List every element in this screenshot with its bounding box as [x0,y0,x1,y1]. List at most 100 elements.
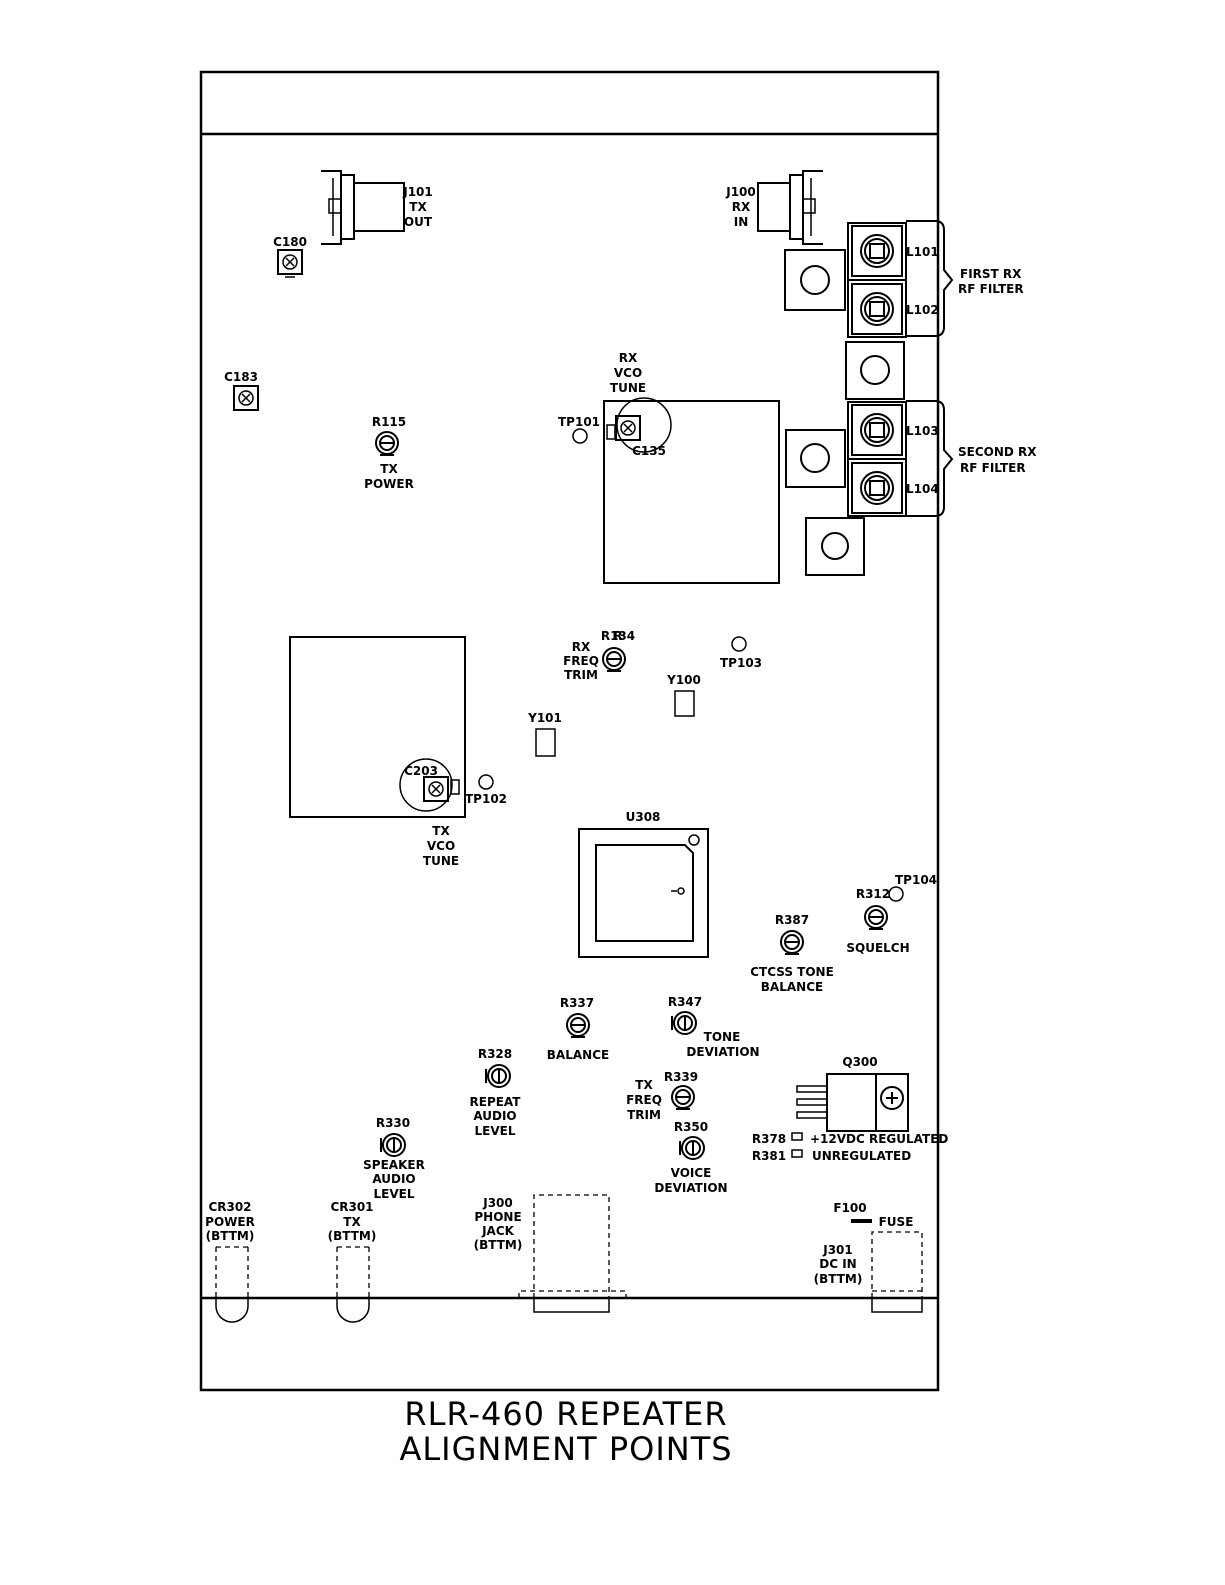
j100-ref: J100 [725,185,756,199]
first-filter-label-2: RF FILTER [958,282,1024,296]
f100-ref: F100 [833,1201,866,1215]
r350-pot: R350 VOICE DEVIATION [654,1120,727,1195]
rx-vco-label: RX [619,351,638,365]
cr301-ref: CR301 [330,1200,373,1214]
y101-crystal: Y101 [527,711,562,757]
tp103-testpoint: TP103 [720,636,762,670]
rx-vco-module: RX VCO TUNE C135 [603,351,780,584]
r339-pot: R339 TX FREQ TRIM [626,1070,698,1122]
coil-l102: L102 [906,303,939,317]
tx-freq-trim-label: TX [635,1078,653,1092]
repeat-audio-label-3: LEVEL [475,1124,516,1138]
j101-function-2: OUT [404,215,433,229]
j101-function: TX [409,200,427,214]
c203-ref: C203 [404,764,438,778]
fuse-label: FUSE [879,1215,914,1229]
cr301-function-2: (BTTM) [328,1229,377,1243]
r381-ref: R381 [752,1149,786,1163]
tx-vco-module: C203 TX VCO TUNE [289,636,466,868]
j300-function-3: (BTTM) [474,1238,523,1252]
r312-pot: R312 SQUELCH [846,887,909,955]
repeat-audio-label-2: AUDIO [473,1109,516,1123]
y100-ref: Y100 [666,673,701,687]
cr302-ref: CR302 [208,1200,251,1214]
j101-ref: J101 [402,185,433,199]
coil-l104: L104 [906,482,939,496]
tx-freq-trim-label-2: FREQ [626,1093,662,1107]
r134-ref-text: R134 [601,629,635,643]
c135-ref: C135 [632,444,666,458]
r115-ref: R115 [372,415,406,429]
r378-ref: R378 [752,1132,786,1146]
r312-ref: R312 [856,887,890,901]
repeat-audio-label: REPEAT [470,1095,522,1109]
r330-ref: R330 [376,1116,410,1130]
c180-trimcap: C180 [273,235,307,278]
filter-can-bottom [805,517,865,576]
first-filter-label: FIRST RX [960,267,1022,281]
balance-label: BALANCE [547,1048,609,1062]
j100-connector: J100 RX IN [725,170,823,245]
r134-ref: R [613,629,622,643]
r134-pot: R R134 RX FREQ TRIM [563,629,635,682]
f100-fuse: F100 FUSE [833,1201,913,1229]
speaker-audio-label-3: LEVEL [374,1187,415,1201]
speaker-audio-label: SPEAKER [363,1158,425,1172]
unregulated-label: UNREGULATED [812,1149,911,1163]
cr301-function: TX [343,1215,361,1229]
second-filter-label-2: RF FILTER [960,461,1026,475]
y100-crystal: Y100 [666,673,701,717]
j101-connector: J101 TX OUT [321,170,433,245]
tx-vco-label: TX [432,824,450,838]
second-filter-label: SECOND RX [958,445,1037,459]
j300-phone-jack: J300 PHONE JACK (BTTM) [474,1194,627,1313]
r337-pot: R337 BALANCE [547,996,609,1062]
ctcss-label-2: BALANCE [761,980,823,994]
tp104-ref: TP104 [895,873,937,887]
squelch-label: SQUELCH [846,941,909,955]
j100-function-2: IN [734,215,749,229]
cr302-led: CR302 POWER (BTTM) [205,1200,255,1323]
voice-deviation-label: VOICE [671,1166,712,1180]
c183-ref: C183 [224,370,258,384]
r387-pot: R387 CTCSS TONE BALANCE [750,913,834,994]
j300-ref: J300 [482,1196,513,1210]
r337-ref: R337 [560,996,594,1010]
tx-freq-trim-label-3: TRIM [627,1108,661,1122]
r339-ref: R339 [664,1070,698,1084]
q300-regulator: Q300 [796,1055,909,1132]
rx-vco-label-2: VCO [614,366,642,380]
j301-function-2: (BTTM) [814,1272,863,1286]
j301-function: DC IN [819,1257,856,1271]
r381-jumper: R381 UNREGULATED [752,1149,911,1163]
tx-vco-label-2: VCO [427,839,455,853]
j100-function: RX [732,200,751,214]
diagram-title-line2: ALIGNMENT POINTS [399,1430,732,1468]
second-rx-rf-filter: L103 L104 SECOND RX RF FILTER [785,400,1037,517]
r115-function-2: POWER [364,477,414,491]
rx-vco-label-3: TUNE [610,381,646,395]
r115-pot: R115 TX POWER [364,415,414,491]
tx-vco-label-3: TUNE [423,854,459,868]
tone-deviation-label: TONE [704,1030,741,1044]
r347-pot: R347 TONE DEVIATION [668,995,760,1059]
u308-ref: U308 [626,810,661,824]
tp103-ref: TP103 [720,656,762,670]
speaker-audio-label-2: AUDIO [372,1172,415,1186]
j300-function-2: JACK [481,1224,515,1238]
tp102-ref: TP102 [465,792,507,806]
r328-ref: R328 [478,1047,512,1061]
coil-l101: L101 [906,245,939,259]
rx-freq-trim-label-3: TRIM [564,668,598,682]
r115-function: TX [380,462,398,476]
rx-freq-trim-label-2: FREQ [563,654,599,668]
r330-pot: R330 SPEAKER AUDIO LEVEL [363,1116,425,1201]
tp104-testpoint: TP104 [888,873,937,902]
j301-ref: J301 [822,1243,853,1257]
r387-ref: R387 [775,913,809,927]
diagram-title-line1: RLR-460 REPEATER [404,1395,727,1433]
cr302-function-2: (BTTM) [206,1229,255,1243]
tp101-testpoint: TP101 [558,415,600,444]
r378-jumper: R378 +12VDC REGULATED [752,1132,949,1146]
